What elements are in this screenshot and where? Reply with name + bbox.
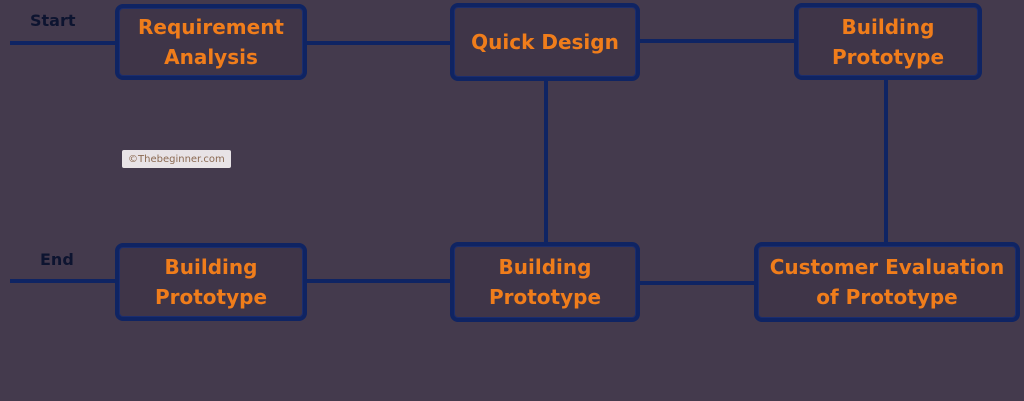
building-prototype-left-label: Building Prototype <box>154 255 268 309</box>
quick-design-label: Quick Design <box>471 30 619 54</box>
building-prototype-top-label: Building Prototype <box>831 14 945 69</box>
requirement-analysis-box: Requirement Analysis <box>115 4 307 80</box>
building-prototype-left-box: Building Prototype <box>115 243 307 321</box>
building-prototype-middle-box: Building Prototype <box>450 242 640 322</box>
building-prototype-middle-label: Building Prototype <box>488 255 602 309</box>
end-label: End <box>40 250 74 269</box>
customer-evaluation-box: Customer Evaluation of Prototype <box>754 242 1020 322</box>
quick-design-box: Quick Design <box>450 3 640 81</box>
customer-evaluation-label: Customer Evaluation of Prototype <box>769 255 1005 309</box>
watermark-text: ©Thebeginner.com <box>128 153 225 165</box>
copyright-watermark: ©Thebeginner.com <box>122 150 231 168</box>
start-label: Start <box>30 11 76 30</box>
building-prototype-top-box: Building Prototype <box>794 3 982 80</box>
requirement-analysis-label: Requirement Analysis <box>137 15 284 69</box>
